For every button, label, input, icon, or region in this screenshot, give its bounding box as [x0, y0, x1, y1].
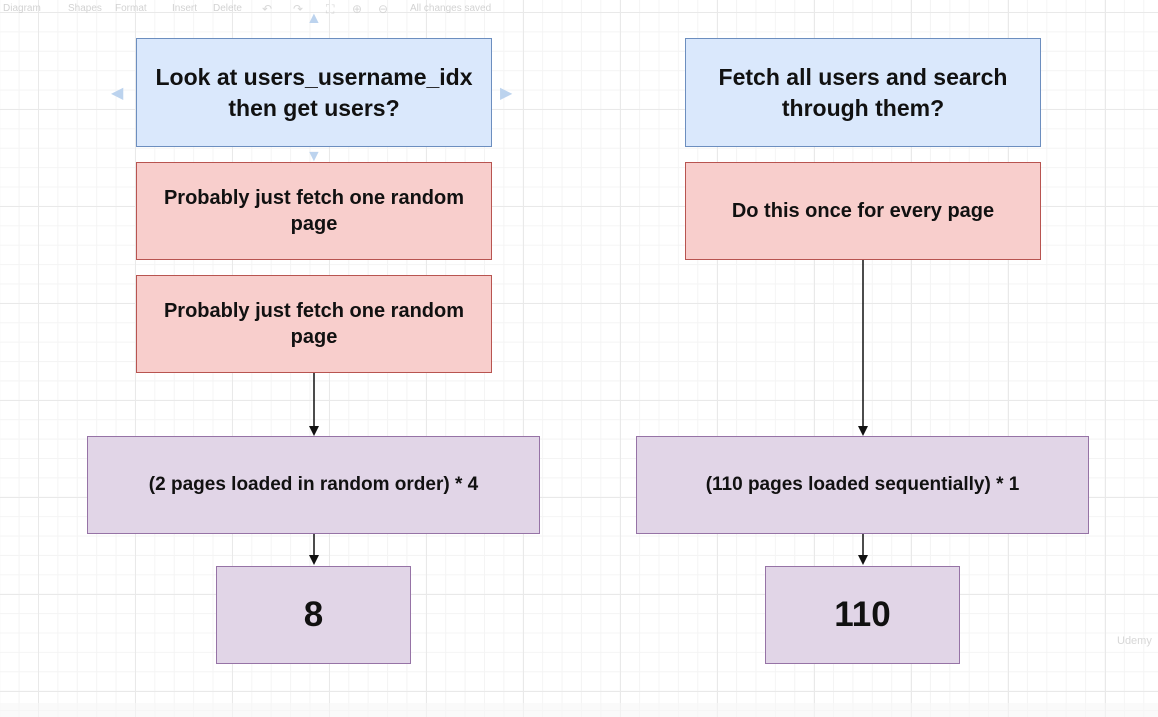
- editor-toolbar: Diagram Shapes Format Insert Delete ↶ ↷ …: [0, 0, 1158, 20]
- right-note-box[interactable]: Do this once for every page: [685, 162, 1041, 260]
- left-note-box-2[interactable]: Probably just fetch one random page: [136, 275, 492, 373]
- selection-handle-left[interactable]: ◀: [111, 85, 124, 102]
- editor-footer-bar: [0, 703, 1158, 717]
- left-note-box-1[interactable]: Probably just fetch one random page: [136, 162, 492, 260]
- redo-icon[interactable]: ↷: [293, 2, 304, 16]
- menu-format[interactable]: Format: [115, 3, 147, 14]
- left-calc-box[interactable]: (2 pages loaded in random order) * 4: [87, 436, 540, 534]
- right-calc-box[interactable]: (110 pages loaded sequentially) * 1: [636, 436, 1089, 534]
- right-question-box[interactable]: Fetch all users and search through them?: [685, 38, 1041, 147]
- zoom-out-icon[interactable]: ⊖: [378, 2, 389, 16]
- save-status: All changes saved: [410, 3, 492, 14]
- selection-handle-down[interactable]: ▼: [306, 148, 322, 165]
- udemy-watermark: Udemy: [1117, 635, 1152, 647]
- zoom-in-icon[interactable]: ⊕: [352, 2, 363, 16]
- menu-insert[interactable]: Insert: [172, 3, 198, 14]
- menu-shapes[interactable]: Shapes: [68, 3, 102, 14]
- menu-diagram[interactable]: Diagram: [3, 3, 41, 14]
- undo-icon[interactable]: ↶: [262, 2, 273, 16]
- fit-icon[interactable]: ⛶: [326, 2, 335, 16]
- left-result-box[interactable]: 8: [216, 566, 411, 664]
- menu-delete[interactable]: Delete: [213, 3, 242, 14]
- selection-handle-right[interactable]: ▶: [500, 85, 513, 102]
- selection-handle-up[interactable]: ▲: [306, 10, 322, 27]
- left-question-box[interactable]: Look at users_username_idx then get user…: [136, 38, 492, 147]
- right-result-box[interactable]: 110: [765, 566, 960, 664]
